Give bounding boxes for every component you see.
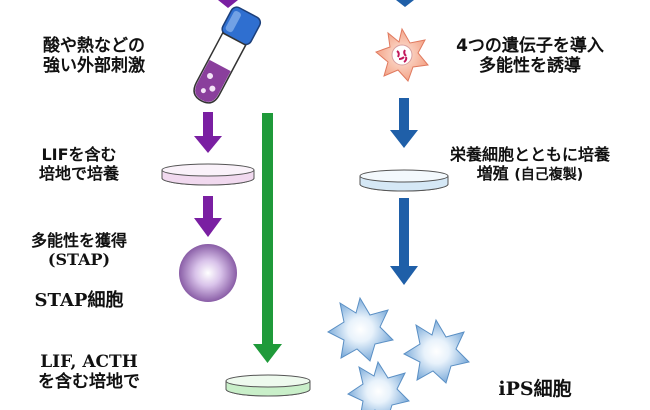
purple-arrow-1 (194, 112, 222, 153)
petri-dish-purple (161, 163, 255, 186)
stap-cells-label: STAP細胞 (34, 290, 124, 311)
acth-label: LIF, ACTH を含む培地で (14, 352, 164, 392)
top-blue-arrowhead (396, 0, 414, 7)
blue-arrow-2 (390, 198, 418, 285)
acth-label-line-2: を含む培地で (38, 372, 140, 393)
ips-cell-icon (326, 296, 394, 362)
genes-label-line-1: 4つの遺伝子を導入 (456, 36, 604, 56)
genes-label-line-2: 多能性を誘導 (479, 56, 581, 77)
green-arrow (253, 113, 282, 363)
ips-cell-icon (346, 360, 410, 410)
stap-paren-label: (STAP) (47, 249, 111, 269)
acquire-label: 多能性を獲得 (STAP) (14, 231, 144, 270)
feeder-label-line-1: 栄養細胞とともに培養 (449, 145, 610, 164)
proliferation-line: 増殖 (自己複製) (430, 163, 630, 184)
stimulus-label-line-2: 強い外部刺激 (43, 56, 145, 77)
culture-label-line-2: 培地で培養 (38, 163, 119, 183)
test-tube-icon (193, 6, 262, 104)
petri-dish-green (225, 374, 311, 397)
blue-arrow-1 (390, 98, 418, 148)
acquire-label-line-1: 多能性を獲得 (30, 231, 127, 250)
purple-arrow-2 (194, 196, 222, 237)
genes-label: 4つの遺伝子を導入 多能性を誘導 (430, 36, 630, 76)
culture-label: LIFを含む 培地で培養 (14, 145, 144, 184)
stap-cell-sphere (179, 244, 237, 302)
petri-dish-blue (359, 169, 449, 192)
ips-cell-icon (402, 318, 470, 384)
stimulus-label-line-1: 酸や熱などの (43, 36, 145, 56)
stimulus-label: 酸や熱などの 強い外部刺激 (14, 36, 174, 76)
ips-cells-label: iPS細胞 (498, 378, 572, 400)
feeder-label: 栄養細胞とともに培養 増殖 (自己複製) (430, 145, 630, 184)
proliferation-label: 増殖 (476, 163, 509, 183)
self-replication-label: (自己複製) (514, 166, 584, 183)
culture-label-line-1: LIFを含む (41, 145, 117, 164)
star-cell-pink-icon (375, 27, 429, 82)
top-purple-arrowhead (218, 0, 238, 8)
acth-label-line-1: LIF, ACTH (40, 352, 138, 372)
